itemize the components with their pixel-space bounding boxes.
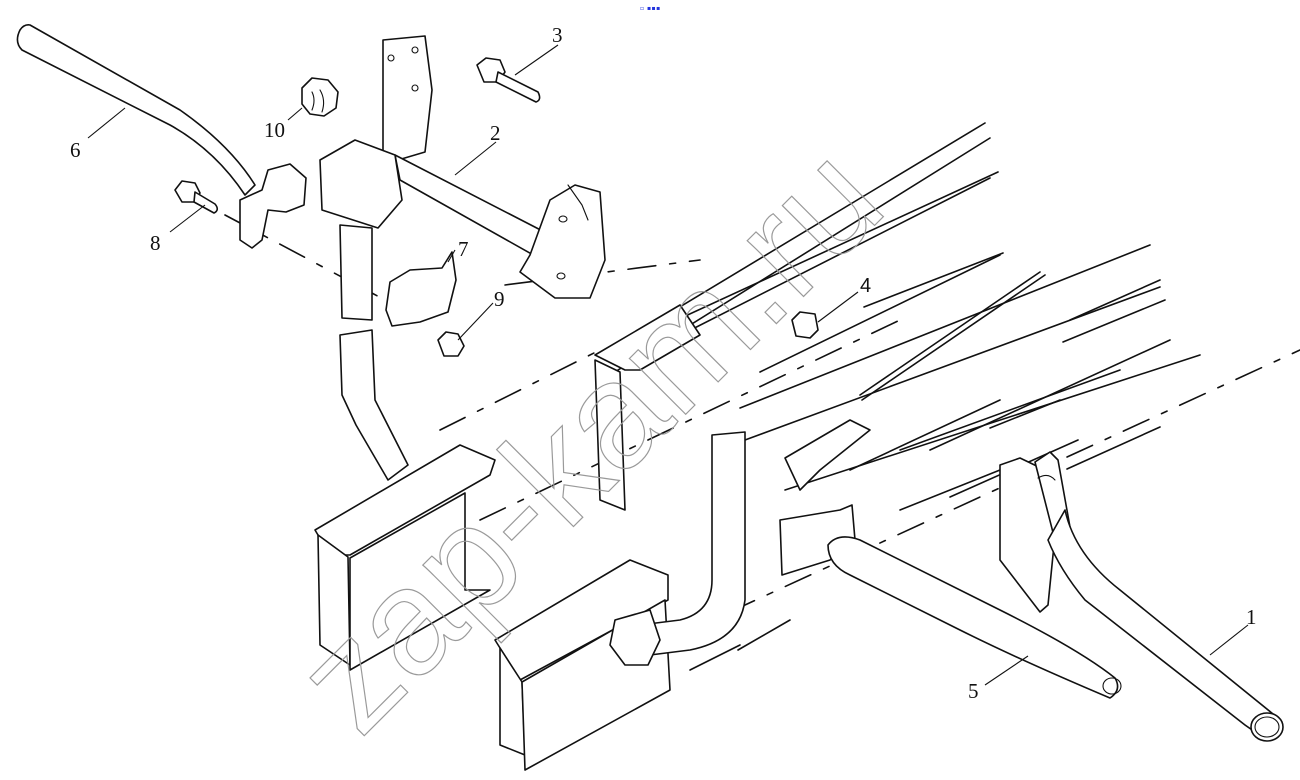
callout-8: 8 (150, 231, 161, 255)
part-6-pipe (16, 24, 256, 196)
part-3-bolt (476, 57, 541, 103)
part-8-bolt (174, 180, 219, 214)
frame-rails (599, 122, 1201, 671)
callout-1: 1 (1246, 605, 1257, 629)
left-channel-bracket (314, 444, 496, 671)
part-4-nut (791, 311, 819, 339)
callout-5: 5 (968, 679, 979, 703)
callout-9: 9 (494, 287, 505, 311)
part-1-pipe (999, 451, 1284, 742)
leader-lines (87, 44, 1249, 686)
callout-6: 6 (70, 138, 81, 162)
callout-2: 2 (490, 121, 501, 145)
callout-10: 10 (264, 118, 285, 142)
downpipe-left (339, 329, 409, 481)
part-9-nut (437, 331, 465, 357)
part-5-pipe (827, 536, 1122, 699)
part-7-clamp (385, 251, 457, 327)
callout-4: 4 (860, 275, 871, 297)
exhaust-pipe-mid (609, 431, 746, 666)
callouts: 1 2 3 4 5 6 7 8 9 10 (70, 23, 1257, 703)
header-mark: ▫ ▪▪▪ (640, 5, 661, 12)
part-2-bracket (319, 35, 606, 321)
callout-7: 7 (458, 237, 469, 261)
callout-3: 3 (552, 23, 563, 47)
pipe-clamp (239, 163, 307, 249)
frame-channel-top (594, 304, 701, 511)
part-10-nut (301, 77, 339, 117)
